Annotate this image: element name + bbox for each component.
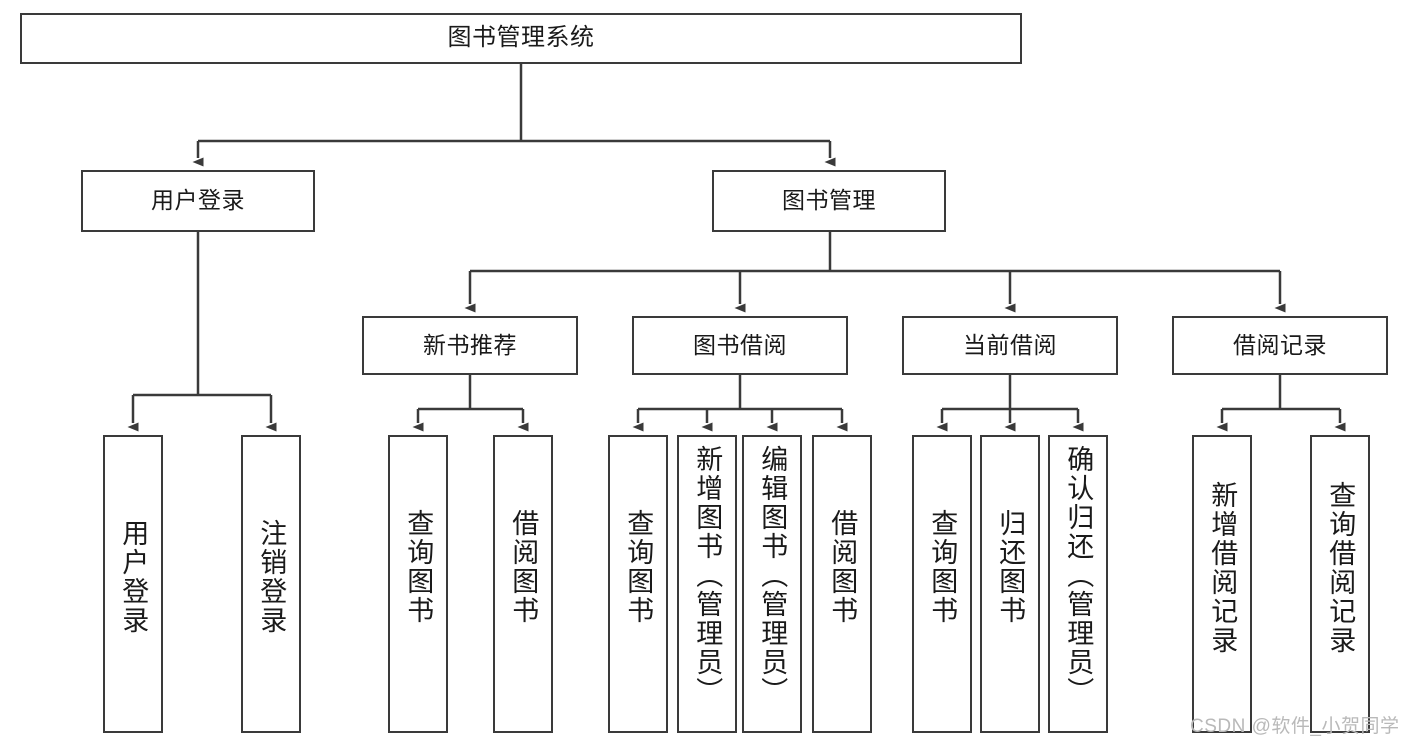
leaf-edit-book[interactable]: 编辑图书（管理员）	[742, 435, 802, 733]
leaf-label: 新增图书（管理员）	[692, 445, 723, 706]
leaf-query-book-recommend[interactable]: 查询图书	[388, 435, 448, 733]
leaf-query-book-current[interactable]: 查询图书	[912, 435, 972, 733]
leaf-label: 借阅图书	[827, 509, 858, 625]
leaf-label: 编辑图书（管理员）	[757, 445, 788, 706]
leaf-label: 查询图书	[927, 509, 958, 625]
leaf-label: 查询图书	[403, 509, 434, 625]
leaf-label: 注销登录	[256, 519, 287, 635]
leaf-user-login[interactable]: 用户登录	[103, 435, 163, 733]
leaf-label: 查询图书	[623, 509, 654, 625]
node-label: 当前借阅	[963, 331, 1057, 358]
node-label: 借阅记录	[1233, 331, 1327, 358]
node-book-manage[interactable]: 图书管理	[712, 170, 946, 232]
node-label: 图书管理	[782, 187, 876, 214]
leaf-label: 新增借阅记录	[1207, 481, 1238, 655]
leaf-label: 查询借阅记录	[1325, 481, 1356, 655]
leaf-label: 归还图书	[995, 509, 1026, 625]
leaf-add-book[interactable]: 新增图书（管理员）	[677, 435, 737, 733]
node-user-login[interactable]: 用户登录	[81, 170, 315, 232]
leaf-label: 用户登录	[118, 519, 149, 635]
node-new-book-recommend[interactable]: 新书推荐	[362, 316, 578, 375]
leaf-borrow-book-recommend[interactable]: 借阅图书	[493, 435, 553, 733]
node-label: 用户登录	[151, 187, 245, 214]
leaf-return-book[interactable]: 归还图书	[980, 435, 1040, 733]
leaf-query-book-borrow[interactable]: 查询图书	[608, 435, 668, 733]
leaf-logout-login[interactable]: 注销登录	[241, 435, 301, 733]
watermark-csdn: CSDN @软件_小贺同学	[1190, 716, 1400, 737]
leaf-label: 确认归还（管理员）	[1063, 445, 1094, 706]
leaf-confirm-return[interactable]: 确认归还（管理员）	[1048, 435, 1108, 733]
node-label: 图书管理系统	[447, 24, 595, 52]
leaf-add-borrow-record[interactable]: 新增借阅记录	[1192, 435, 1252, 733]
node-book-borrow[interactable]: 图书借阅	[632, 316, 848, 375]
leaf-label: 借阅图书	[508, 509, 539, 625]
node-current-borrow[interactable]: 当前借阅	[902, 316, 1118, 375]
node-label: 图书借阅	[693, 331, 787, 358]
node-label: 新书推荐	[423, 331, 517, 358]
node-root-book-management-system[interactable]: 图书管理系统	[20, 13, 1022, 64]
leaf-borrow-book[interactable]: 借阅图书	[812, 435, 872, 733]
leaf-query-borrow-record[interactable]: 查询借阅记录	[1310, 435, 1370, 733]
node-borrow-record[interactable]: 借阅记录	[1172, 316, 1388, 375]
